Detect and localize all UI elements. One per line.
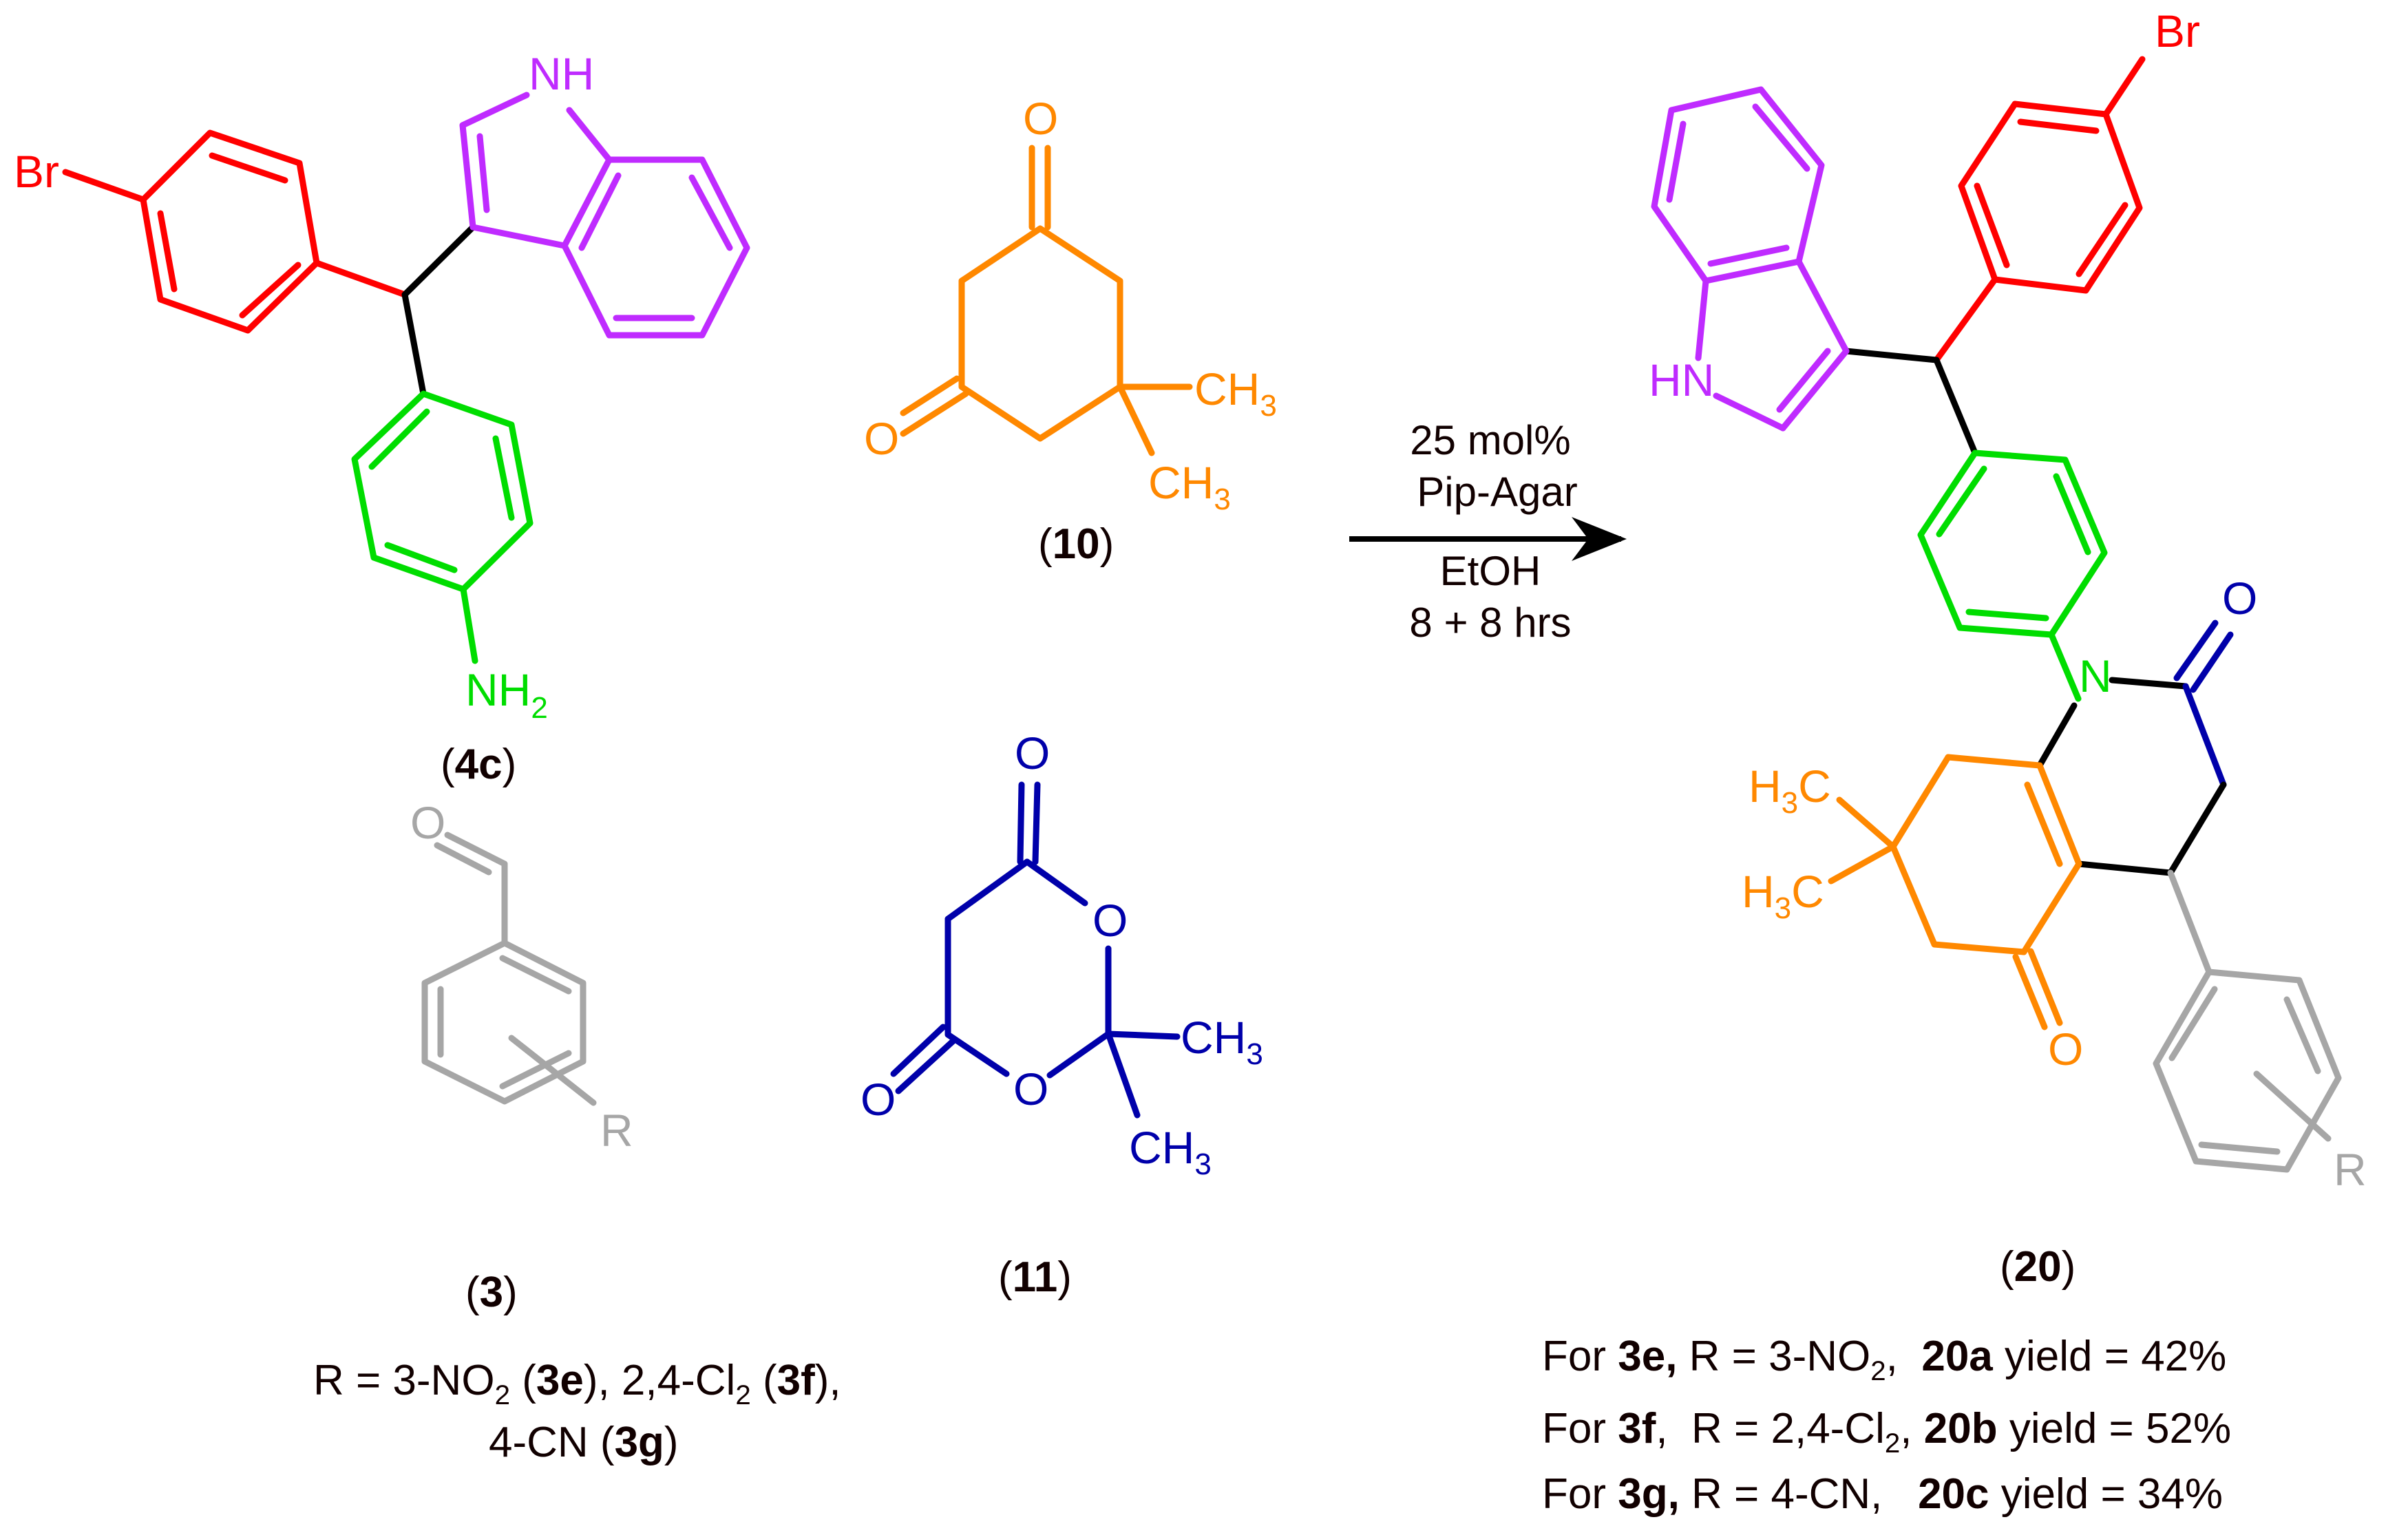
- atom-o-ketone-20: O: [2048, 1024, 2083, 1075]
- bond-ch-aniline: [401, 291, 427, 397]
- atom-o-left-10: O: [864, 413, 899, 464]
- compound-10-structure: O O CH3 CH3: [864, 93, 1277, 516]
- yield-row-20b: For 3f, R = 2,4-Cl2, 20b yield = 52%: [1542, 1405, 2232, 1459]
- atom-o-ring-right-11: O: [1092, 895, 1128, 946]
- compound-label-4c: (4c): [441, 741, 517, 788]
- atom-o-top-11: O: [1015, 728, 1050, 779]
- compound-4c-structure: Br NH NH2: [14, 48, 750, 725]
- compound-label-10: (10): [1038, 520, 1115, 568]
- atom-ch3-b-11: CH3: [1129, 1122, 1212, 1181]
- atom-ch3-a-10: CH3: [1194, 363, 1277, 423]
- bond-ch-indole: [401, 224, 476, 298]
- bromophenyl-ring: [62, 129, 408, 334]
- compound-label-20: (20): [2000, 1243, 2076, 1291]
- atom-nh2-4c: NH2: [465, 664, 548, 725]
- compound-20-structure: Br HN N O O H3C H3C R: [1649, 6, 2367, 1195]
- atom-n-20: N: [2079, 650, 2112, 701]
- atom-ch3-a-11: CH3: [1181, 1012, 1263, 1071]
- yield-row-20c: For 3g, R = 4-CN, 20c yield = 34%: [1542, 1470, 2224, 1518]
- compound-11-structure: O O O O CH3 CH3: [860, 728, 1263, 1181]
- atom-h3c-b-20: H3C: [1742, 866, 1824, 925]
- compound-label-3: (3): [465, 1269, 518, 1316]
- condition-solvent: EtOH: [1439, 548, 1541, 594]
- condition-time: 8 + 8 hrs: [1409, 600, 1572, 646]
- atom-o-amide-20: O: [2222, 573, 2257, 624]
- compound-3-structure: O R: [410, 797, 633, 1156]
- compound-label-11: (11): [998, 1253, 1072, 1301]
- atom-br-4c: Br: [14, 146, 59, 197]
- condition-catalyst: Pip-Agar: [1417, 469, 1578, 515]
- atom-h3c-a-20: H3C: [1749, 761, 1831, 820]
- atom-r-20: R: [2334, 1144, 2367, 1195]
- substituent-note-line2: 4-CN (3g): [489, 1419, 679, 1466]
- aniline-ring: [351, 390, 534, 664]
- atom-r-3: R: [600, 1105, 633, 1156]
- atom-nh-4c: NH: [529, 48, 594, 99]
- yield-row-20a: For 3e, R = 3-NO2, 20a yield = 42%: [1542, 1333, 2227, 1387]
- atom-br-20: Br: [2155, 6, 2200, 56]
- substituent-note-line1: R = 3-NO2 (3e), 2,4-Cl2 (3f),: [313, 1357, 841, 1411]
- atom-o-left-11: O: [860, 1074, 896, 1125]
- indole-ring: [459, 92, 750, 339]
- atom-o-ring-bottom-11: O: [1013, 1063, 1048, 1114]
- condition-catalyst-loading: 25 mol%: [1410, 417, 1571, 463]
- atom-ch3-b-10: CH3: [1148, 457, 1231, 516]
- atom-o-3: O: [410, 797, 445, 848]
- atom-hn-20: HN: [1649, 354, 1714, 405]
- atom-o-top-10: O: [1023, 93, 1058, 144]
